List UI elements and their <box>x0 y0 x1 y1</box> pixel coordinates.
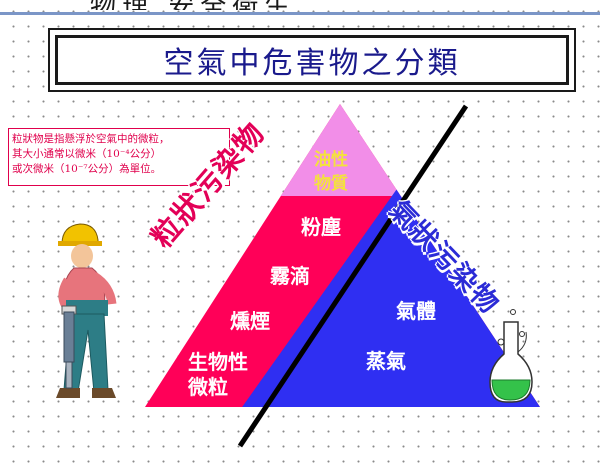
page-title: 空氣中危害物之分類 <box>163 46 461 81</box>
worker-with-jackhammer-icon <box>56 223 117 398</box>
dust-label: 粉塵 <box>301 215 341 239</box>
title-box: 空氣中危害物之分類 <box>48 28 576 92</box>
note-line-3: 或次微米（10⁻⁷公分）為單位。 <box>12 163 162 175</box>
oily-label-line-1: 油性 <box>314 150 348 170</box>
fume-label: 燻煙 <box>230 309 270 333</box>
bio-label-line-1: 生物性 <box>188 350 248 374</box>
oily-label-line-2: 物質 <box>314 174 348 194</box>
oily-substance-label: 油性 物質 <box>314 148 348 196</box>
title-box-inner: 空氣中危害物之分類 <box>55 35 569 85</box>
chemistry-flask-icon <box>489 309 533 403</box>
particle-definition-note: 粒狀物是指懸浮於空氣中的微粒， 其大小通常以微米（10⁻⁴公分） 或次微米（10… <box>8 128 230 186</box>
note-line-2: 其大小通常以微米（10⁻⁴公分） <box>12 148 162 160</box>
header-sliver-text: 物理 安全衛生 <box>0 0 600 10</box>
mist-label: 霧滴 <box>270 264 310 288</box>
bio-label-line-2: 微粒 <box>188 375 228 399</box>
header-divider <box>0 12 600 15</box>
bio-particle-label: 生物性 微粒 <box>188 350 248 400</box>
vapor-label: 蒸氣 <box>366 349 406 373</box>
divider-line <box>237 104 469 448</box>
note-line-1: 粒狀物是指懸浮於空氣中的微粒， <box>12 133 170 145</box>
gas-label: 氣體 <box>396 299 436 323</box>
